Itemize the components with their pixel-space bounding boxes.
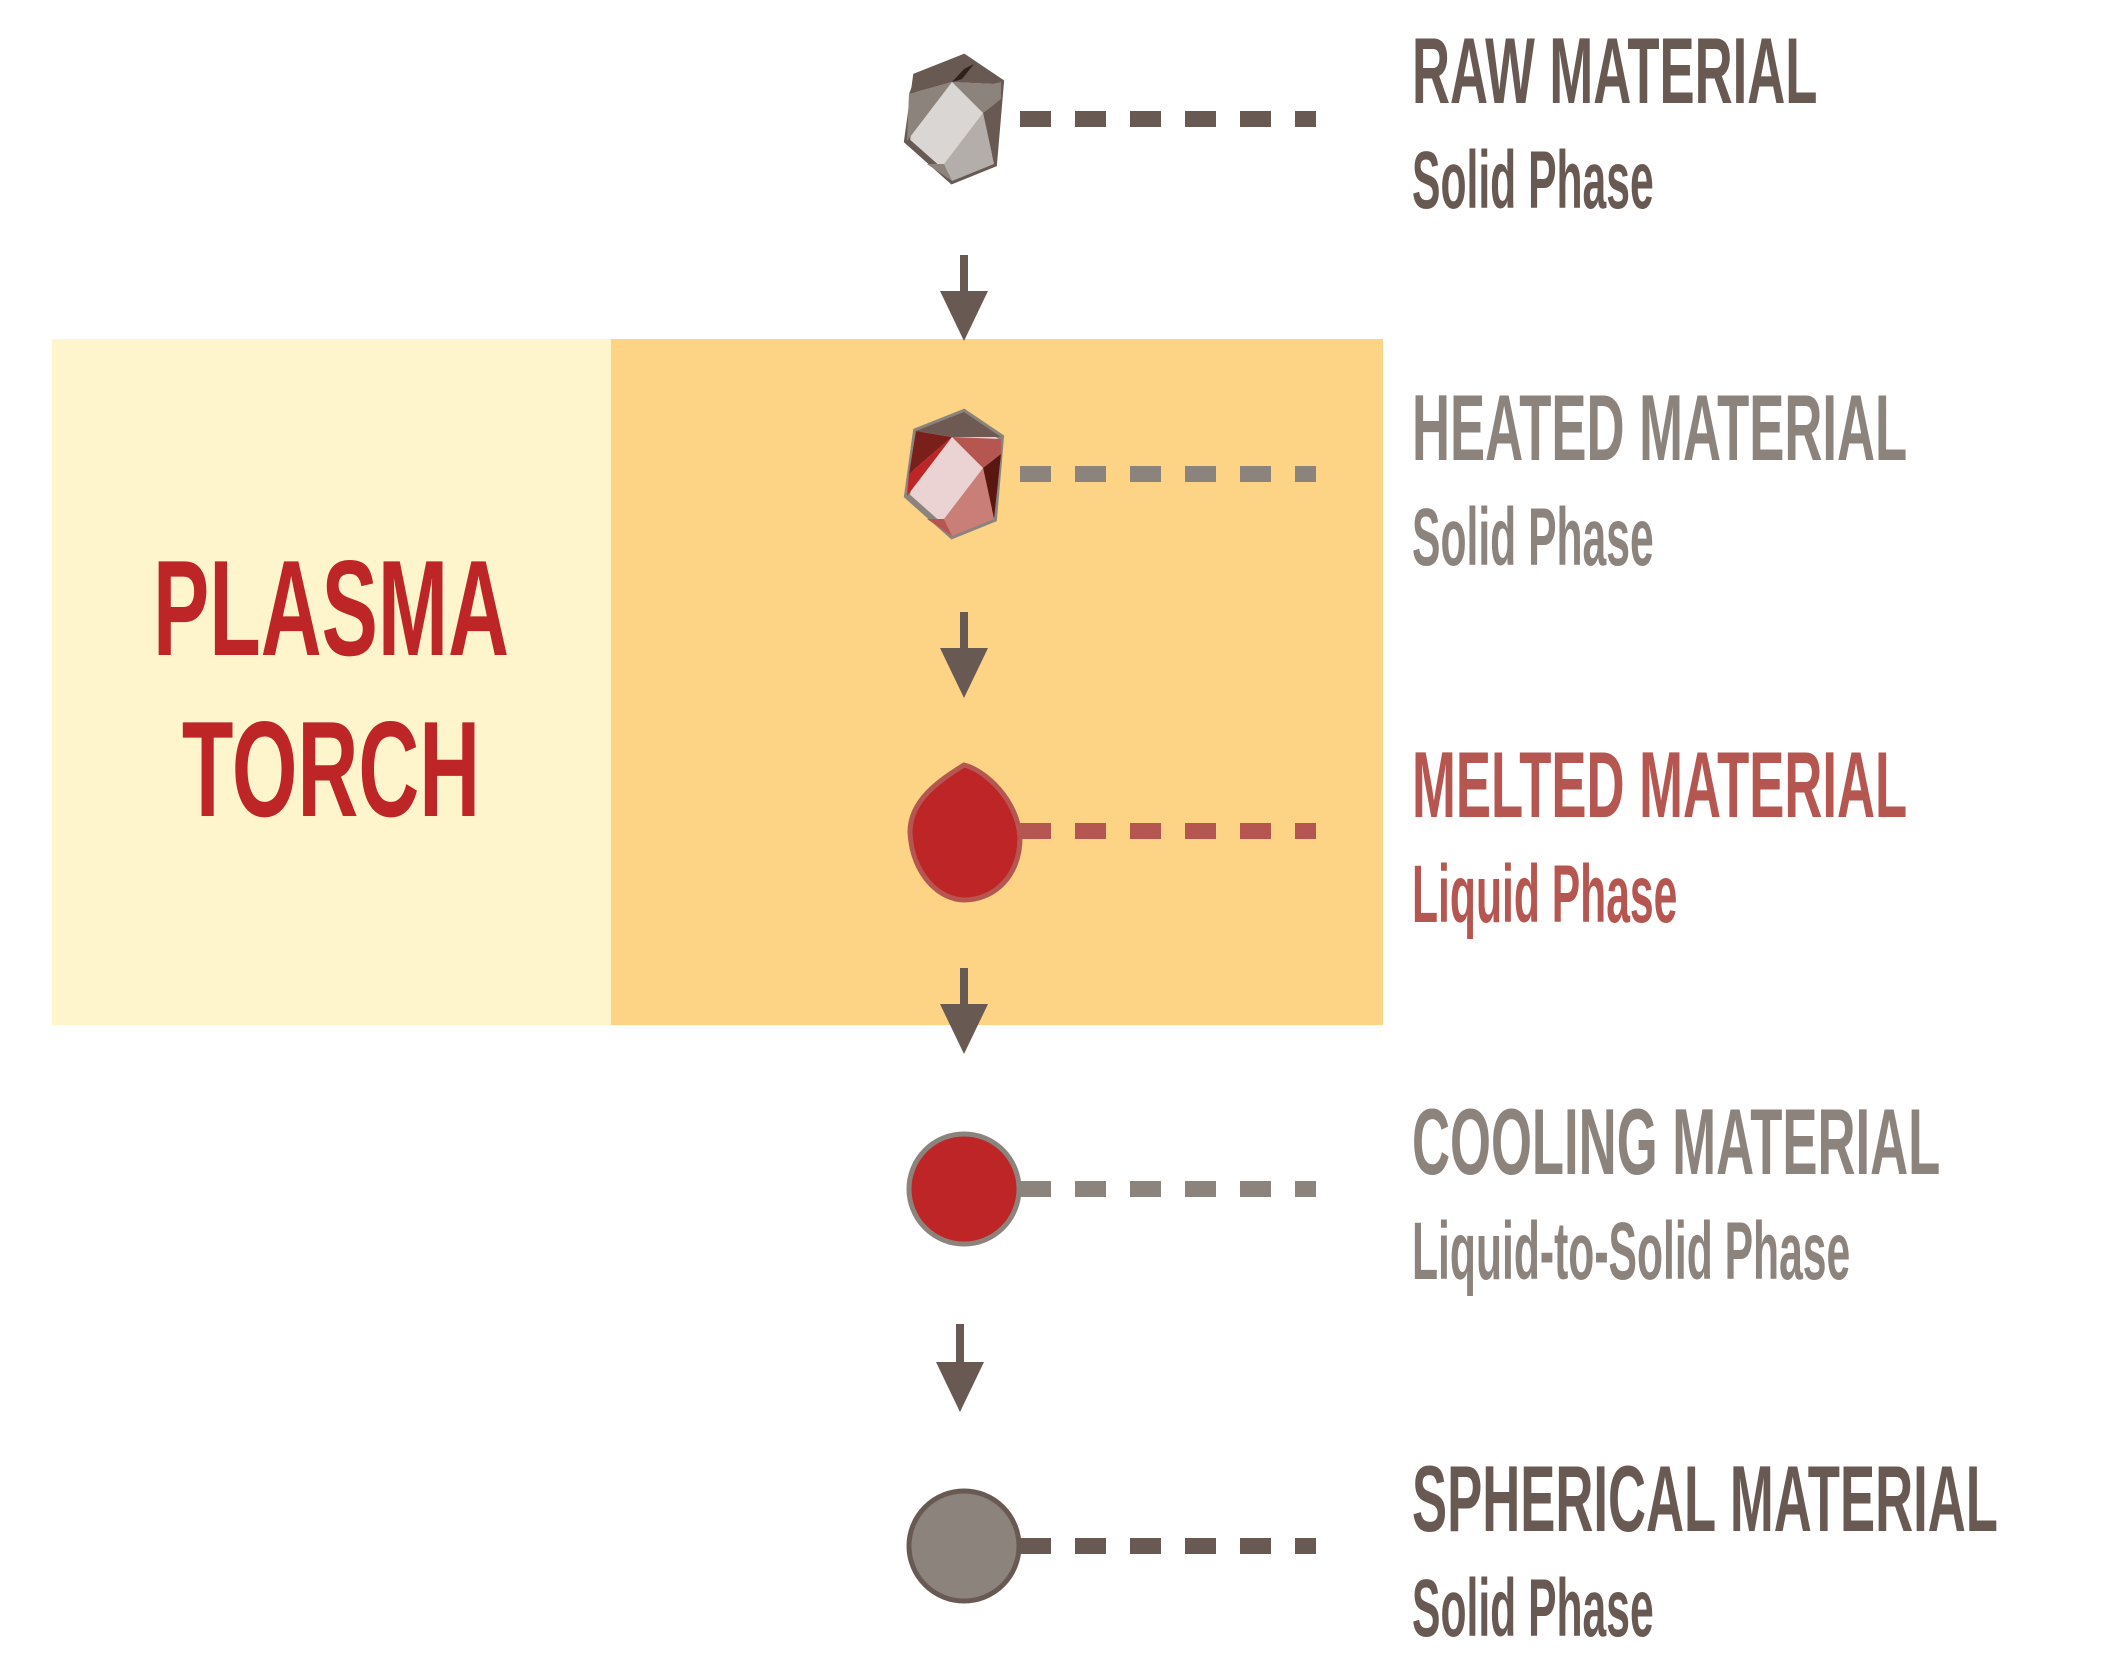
red-sphere-icon	[906, 1131, 1022, 1247]
stage-phase: Liquid-to-Solid Phase	[1412, 1206, 1851, 1297]
plasma-torch-line2: TORCH	[181, 693, 481, 845]
stage-title: HEATED MATERIAL	[1412, 375, 1908, 480]
gray-sphere-icon	[906, 1488, 1022, 1604]
stage-phase: Solid Phase	[1412, 135, 1654, 226]
stage-title: SPHERICAL MATERIAL	[1412, 1446, 1998, 1551]
stage-cooling: COOLING MATERIAL Liquid-to-Solid Phase	[1412, 1095, 2126, 1293]
arrow-down-icon	[940, 612, 988, 698]
stage-phase: Liquid Phase	[1412, 849, 1678, 940]
droplet-icon	[907, 762, 1023, 903]
raw-crystal-icon	[903, 53, 1005, 185]
stage-phase: Solid Phase	[1412, 492, 1654, 583]
stage-melted: MELTED MATERIAL Liquid Phase	[1412, 738, 2126, 936]
arrow-down-icon	[940, 968, 988, 1054]
stage-title: MELTED MATERIAL	[1412, 732, 1908, 837]
stage-phase: Solid Phase	[1412, 1563, 1654, 1654]
stage-title: COOLING MATERIAL	[1412, 1089, 1941, 1194]
stage-heated: HEATED MATERIAL Solid Phase	[1412, 381, 2126, 579]
arrow-down-icon	[940, 255, 988, 341]
plasma-torch-zone-outer	[52, 339, 611, 1025]
stage-title: RAW MATERIAL	[1412, 18, 1818, 123]
plasma-torch-line1: PLASMA	[152, 532, 510, 684]
stage-raw: RAW MATERIAL Solid Phase	[1412, 24, 2126, 222]
arrow-down-icon	[936, 1324, 984, 1412]
heated-crystal-icon	[903, 408, 1005, 540]
stage-spherical: SPHERICAL MATERIAL Solid Phase	[1412, 1452, 2126, 1650]
